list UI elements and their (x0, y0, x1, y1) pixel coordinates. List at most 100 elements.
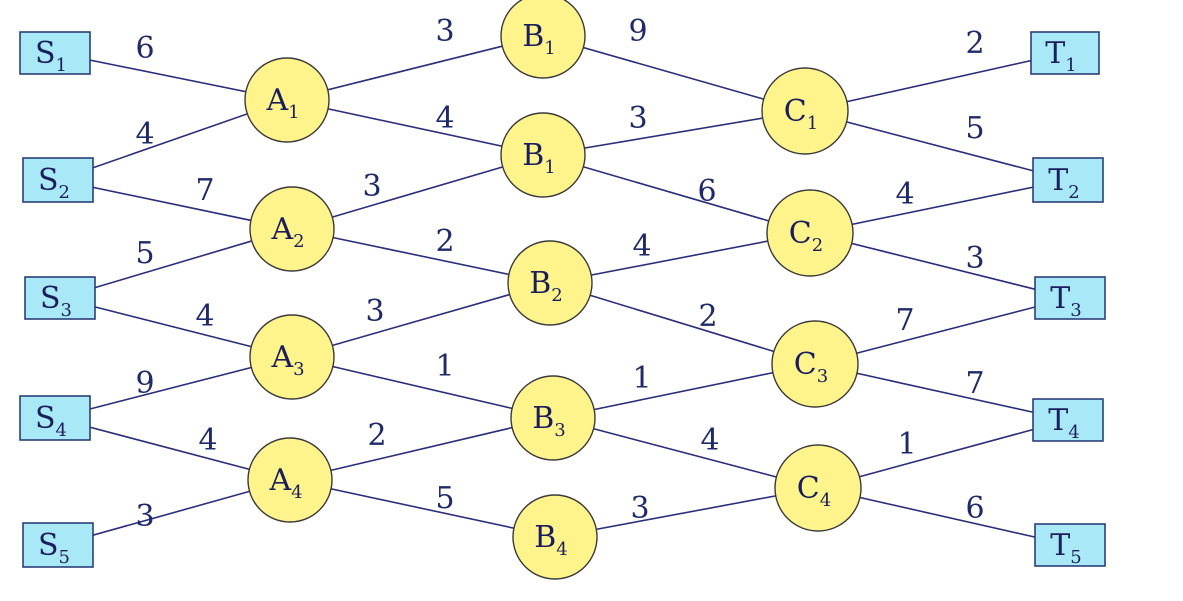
node-label: C4 (797, 471, 831, 511)
edge-weight-label: 1 (897, 427, 916, 462)
node-s4: S4 (19, 395, 91, 441)
node-subscript: 5 (1070, 547, 1081, 568)
node-label: A1 (265, 83, 299, 123)
node-circle (510, 375, 596, 461)
edge-b2-c3 (549, 282, 816, 365)
edge-a2-b1b (291, 154, 544, 230)
node-subscript: 4 (556, 539, 567, 560)
node-label: B2 (529, 266, 563, 306)
node-circle (500, 0, 586, 79)
node-circle (761, 67, 849, 155)
node-label: T2 (1048, 163, 1079, 203)
node-box (22, 522, 94, 568)
node-letter: B (522, 138, 544, 173)
node-label: S4 (35, 401, 67, 441)
node-letter: A (270, 212, 293, 247)
edge-c2-t3 (809, 232, 1071, 299)
node-label: S3 (40, 281, 72, 321)
node-subscript: 2 (551, 285, 562, 306)
edge-weight-label: 3 (628, 101, 647, 136)
node-box (22, 157, 94, 203)
edge-weight-label: 4 (198, 423, 217, 458)
edge-weight-label: 4 (895, 177, 914, 212)
edge-b1a-c1 (542, 35, 806, 112)
node-circle (507, 240, 593, 326)
node-box (1032, 157, 1104, 203)
node-t4: T4 (1032, 398, 1104, 443)
node-s5: S5 (22, 522, 94, 568)
node-letter: S (38, 163, 59, 198)
edge-weight-label: 7 (895, 303, 914, 338)
node-subscript: 2 (59, 182, 70, 203)
node-c1: C1 (761, 67, 849, 155)
edge-b2-c2 (549, 232, 811, 284)
node-box (19, 395, 91, 441)
node-subscript: 1 (1065, 55, 1076, 76)
node-b4: B4 (512, 494, 598, 580)
edge-weight-label: 7 (195, 173, 214, 208)
node-label: B1 (522, 138, 556, 178)
edge-weight-label: 5 (435, 481, 454, 516)
node-subscript: 3 (1070, 300, 1081, 321)
node-label: A2 (270, 212, 304, 252)
node-a1: A1 (244, 57, 330, 143)
node-t2: T2 (1032, 157, 1104, 203)
edge-weight-label: 2 (435, 224, 454, 259)
edge-weight-label: 4 (435, 101, 454, 136)
edge-weight-label: 6 (697, 174, 716, 209)
node-label: S2 (38, 163, 70, 203)
node-label: S1 (35, 36, 67, 76)
edge-a4-b3 (289, 417, 554, 481)
node-circle (500, 112, 586, 198)
edge-weight-label: 6 (135, 31, 154, 66)
node-label: T1 (1045, 36, 1076, 76)
node-a4: A4 (247, 437, 333, 523)
edge-weight-label: 4 (195, 299, 214, 334)
edge-a1-b1a (286, 35, 544, 101)
node-circle (247, 437, 333, 523)
edge-a1-b1b (286, 99, 544, 156)
node-a3: A3 (249, 314, 335, 400)
node-label: A3 (270, 340, 304, 380)
edge-weight-label: 9 (135, 366, 154, 401)
node-b3: B3 (510, 375, 596, 461)
node-letter: T (1048, 163, 1068, 198)
node-letter: S (40, 281, 61, 316)
node-c2: C2 (766, 189, 854, 277)
node-label: C1 (784, 94, 818, 134)
edge-b1b-c2 (542, 154, 811, 234)
node-t3: T3 (1034, 276, 1106, 321)
edge-weight-label: 5 (135, 236, 154, 271)
edge-a2-b2 (291, 228, 551, 284)
node-subscript: 1 (56, 55, 67, 76)
edges-layer (54, 35, 1071, 546)
edge-c1-t1 (804, 52, 1066, 112)
node-letter: C (797, 471, 820, 506)
node-label: T4 (1048, 403, 1079, 443)
node-s1: S1 (19, 31, 91, 76)
node-subscript: 4 (291, 482, 302, 503)
node-label: C2 (789, 216, 823, 256)
node-subscript: 4 (56, 420, 67, 441)
node-letter: B (534, 520, 556, 555)
node-subscript: 3 (61, 300, 72, 321)
node-label: B3 (532, 401, 566, 441)
node-a2: A2 (249, 186, 335, 272)
node-subscript: 2 (812, 235, 823, 256)
edge-a3-b2 (291, 282, 551, 358)
node-subscript: 1 (807, 113, 818, 134)
node-letter: B (532, 401, 554, 436)
edge-c2-t2 (809, 179, 1069, 234)
node-label: C3 (794, 347, 828, 387)
node-letter: T (1050, 528, 1070, 563)
edge-weight-label: 1 (435, 349, 454, 384)
node-b1b: B1 (500, 112, 586, 198)
node-c3: C3 (771, 320, 859, 408)
node-letter: B (522, 19, 544, 54)
edge-weight-label: 3 (965, 241, 984, 276)
node-b1a: B1 (500, 0, 586, 79)
edge-weight-label: 3 (365, 294, 384, 329)
node-label: S5 (38, 528, 70, 568)
